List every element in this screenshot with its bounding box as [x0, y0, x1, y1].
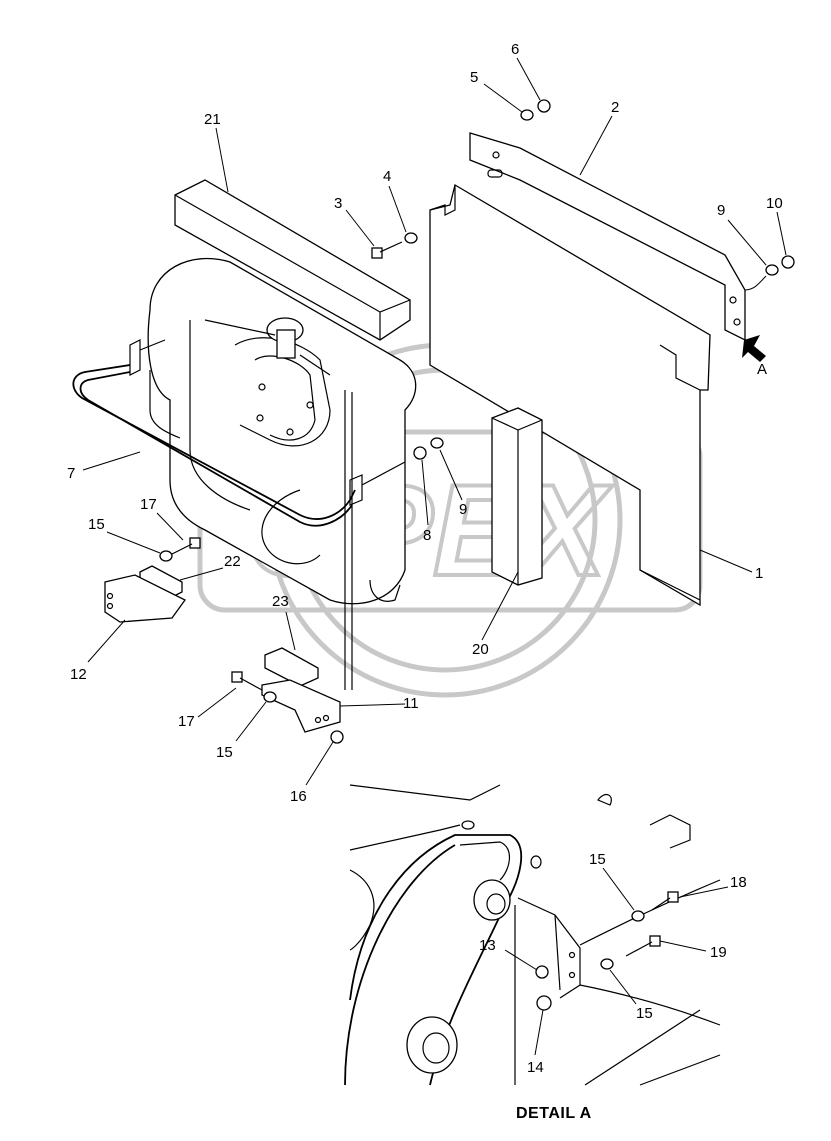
tank-body	[147, 257, 417, 690]
detail-washer-15b	[600, 958, 614, 970]
detail-a-view	[344, 784, 729, 1086]
callout-10: 10	[766, 195, 783, 212]
detail-caption: DETAIL A	[516, 1105, 592, 1122]
callout-9: 9	[717, 202, 725, 219]
callout-labels: 6 5 2 21 4 3 9 10 7 17 15 22 8 9 1 20 23…	[67, 41, 783, 1076]
callout-18: 18	[730, 874, 747, 891]
washer-4	[404, 232, 418, 244]
leader-lines	[82, 57, 787, 786]
fasteners	[159, 99, 795, 744]
view-arrow-A	[742, 335, 766, 362]
part-21-block	[174, 179, 411, 341]
callout-15d: 15	[636, 1005, 653, 1022]
callout-17: 17	[140, 496, 157, 513]
nut-16	[330, 730, 344, 744]
detail-washer-15a	[631, 910, 645, 922]
washer-9b	[430, 437, 444, 449]
callout-15c: 15	[589, 851, 606, 868]
part-2-bracket	[469, 132, 746, 342]
washer-15b	[263, 691, 277, 703]
callout-16: 16	[290, 788, 307, 805]
detail-nut-13	[535, 965, 549, 979]
callout-1: 1	[755, 565, 763, 582]
callout-21: 21	[204, 111, 221, 128]
callout-5: 5	[470, 69, 478, 86]
callout-3: 3	[334, 195, 342, 212]
washer-5	[520, 109, 534, 121]
callout-15: 15	[88, 516, 105, 533]
callout-6: 6	[511, 41, 519, 58]
callout-22: 22	[224, 553, 241, 570]
nut-8	[413, 446, 427, 460]
callout-23: 23	[272, 593, 289, 610]
detail-nut-14	[536, 995, 552, 1011]
washer-15a	[159, 550, 173, 562]
callout-9b: 9	[459, 501, 467, 518]
callout-2: 2	[611, 99, 619, 116]
callout-4: 4	[383, 168, 391, 185]
callout-12: 12	[70, 666, 87, 683]
nut-6	[537, 99, 551, 113]
callout-17b: 17	[178, 713, 195, 730]
washer-9	[765, 264, 779, 276]
view-label-A: A	[757, 361, 767, 378]
callout-11: 11	[403, 695, 419, 712]
callout-20: 20	[472, 641, 489, 658]
part-1-panel	[429, 183, 711, 607]
bolt-3	[371, 247, 383, 259]
callout-15b: 15	[216, 744, 233, 761]
callout-14: 14	[527, 1059, 544, 1076]
part-12-bracket	[104, 574, 186, 623]
part-20-block	[491, 407, 543, 586]
callout-7: 7	[67, 465, 75, 482]
nut-10	[781, 255, 795, 269]
callout-13: 13	[479, 937, 496, 954]
callout-8: 8	[423, 527, 431, 544]
part-11-bracket	[261, 679, 341, 733]
part-23-pad	[264, 647, 319, 687]
callout-19: 19	[710, 944, 727, 961]
part-7-strap	[72, 339, 406, 527]
